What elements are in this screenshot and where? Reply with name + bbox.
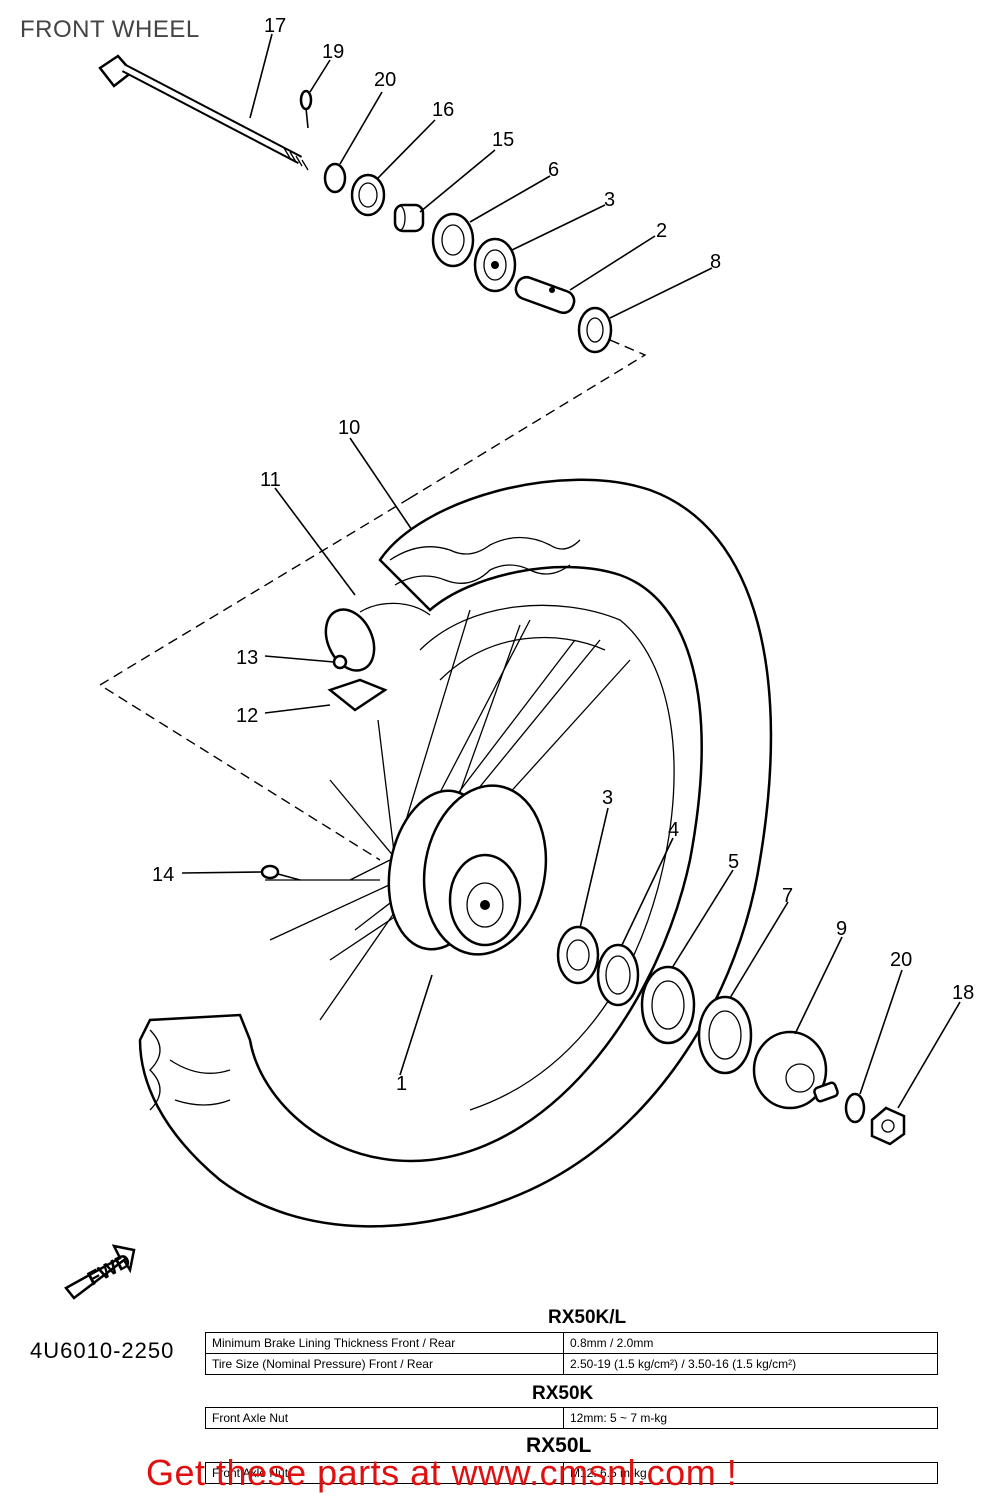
- callout-6: 6: [548, 159, 559, 181]
- tube-part-11: [324, 602, 431, 672]
- rim-band-part-12: [327, 678, 388, 712]
- clutch-part-4: [596, 943, 640, 1007]
- spacer-part-15: [393, 203, 425, 233]
- table-row: Tire Size (Nominal Pressure) Front / Rea…: [205, 1353, 938, 1375]
- washer-part-20: [323, 162, 347, 194]
- callout-7: 7: [782, 885, 793, 907]
- callout-5: 5: [728, 851, 739, 873]
- model-label-rx50k: RX50K: [532, 1383, 594, 1404]
- callout-20: 20: [374, 69, 396, 91]
- callout-11: 11: [260, 469, 281, 491]
- callout-14: 14: [152, 864, 174, 886]
- fwd-label: FWD: [84, 1250, 135, 1291]
- spec-label: Minimum Brake Lining Thickness Front / R…: [205, 1332, 564, 1354]
- axle-part-17: [98, 54, 309, 171]
- callout-17: 17: [264, 15, 286, 37]
- table-row: Front Axle Nut 12mm: 5 ~ 7 m-kg: [205, 1407, 938, 1429]
- callout-2: 2: [656, 220, 667, 242]
- spec-label: Front Axle Nut: [205, 1407, 564, 1429]
- hub-part-1: [387, 784, 548, 956]
- spec-value: 0.8mm / 2.0mm: [563, 1332, 938, 1354]
- callout-10: 10: [338, 417, 360, 439]
- cotter-pin-part-19: [299, 89, 313, 129]
- spec-table-rx50l: Front Axle Nut M12: 6.5 m-kg: [205, 1462, 938, 1484]
- spec-label: Front Axle Nut: [205, 1462, 564, 1484]
- brake-side-assembly: [556, 925, 906, 1146]
- spec-table-rx50kl: Minimum Brake Lining Thickness Front / R…: [205, 1332, 938, 1375]
- spec-label: Tire Size (Nominal Pressure) Front / Rea…: [205, 1353, 564, 1375]
- axle-nut-part-18: [870, 1106, 906, 1146]
- leader-lines: [181, 33, 961, 1109]
- spec-value: 12mm: 5 ~ 7 m-kg: [563, 1407, 938, 1429]
- collar-part-16: [350, 173, 386, 217]
- forward-arrow: FWD: [64, 1244, 136, 1300]
- callout-20-bottom: 20: [890, 949, 912, 971]
- callout-3-top: 3: [604, 189, 615, 211]
- model-label-rx50l: RX50L: [526, 1434, 592, 1457]
- model-label-rx50kl: RX50K/L: [548, 1307, 627, 1328]
- seal-part-8: [577, 306, 613, 354]
- tire-part-10: [138, 478, 773, 1228]
- table-row: Front Axle Nut M12: 6.5 m-kg: [205, 1462, 938, 1484]
- callout-4: 4: [668, 819, 679, 841]
- hub-assembly: [260, 609, 631, 1021]
- gear-unit-part-9: [752, 1030, 839, 1110]
- callout-16: 16: [432, 99, 454, 121]
- wheel-assembly: [138, 478, 773, 1228]
- callout-15: 15: [492, 129, 514, 151]
- axle-assembly: [98, 54, 647, 499]
- bearing-part-3-top: [473, 237, 517, 293]
- spokes: [265, 609, 631, 1021]
- washer-part-20-bottom: [844, 1092, 866, 1124]
- spec-value: 2.50-19 (1.5 kg/cm²) / 3.50-16 (1.5 kg/c…: [563, 1353, 938, 1375]
- spacer-part-2: [514, 275, 576, 315]
- oil-seal-part-7: [697, 995, 753, 1075]
- oil-seal-part-6: [431, 212, 475, 268]
- rim: [419, 604, 675, 1111]
- callout-8: 8: [710, 251, 721, 273]
- spec-value: M12: 6.5 m-kg: [563, 1462, 938, 1484]
- callout-3-bottom: 3: [602, 787, 613, 809]
- callout-13: 13: [236, 647, 258, 669]
- callout-19: 19: [322, 41, 344, 63]
- exploded-view-diagram: FWD 17 19 20 16 15 6 3 2 8 10 11 13 12 1…: [64, 15, 974, 1300]
- promo-banner: Get these parts at www.cmsnl.com !: [146, 1452, 738, 1493]
- bearing-part-3-bottom: [556, 925, 600, 985]
- spec-table-rx50k: Front Axle Nut 12mm: 5 ~ 7 m-kg: [205, 1407, 938, 1429]
- table-row: Minimum Brake Lining Thickness Front / R…: [205, 1332, 938, 1354]
- gear-part-5: [640, 965, 696, 1045]
- drawing-number: 4U6010-2250: [30, 1338, 175, 1363]
- spoke-nipple-part-14: [260, 864, 301, 881]
- diagram-title: FRONT WHEEL: [20, 16, 200, 43]
- callout-1: 1: [396, 1073, 407, 1095]
- valve-part-13: [332, 654, 348, 670]
- callout-12: 12: [236, 705, 258, 727]
- callout-18: 18: [952, 982, 974, 1004]
- callout-9: 9: [836, 918, 847, 940]
